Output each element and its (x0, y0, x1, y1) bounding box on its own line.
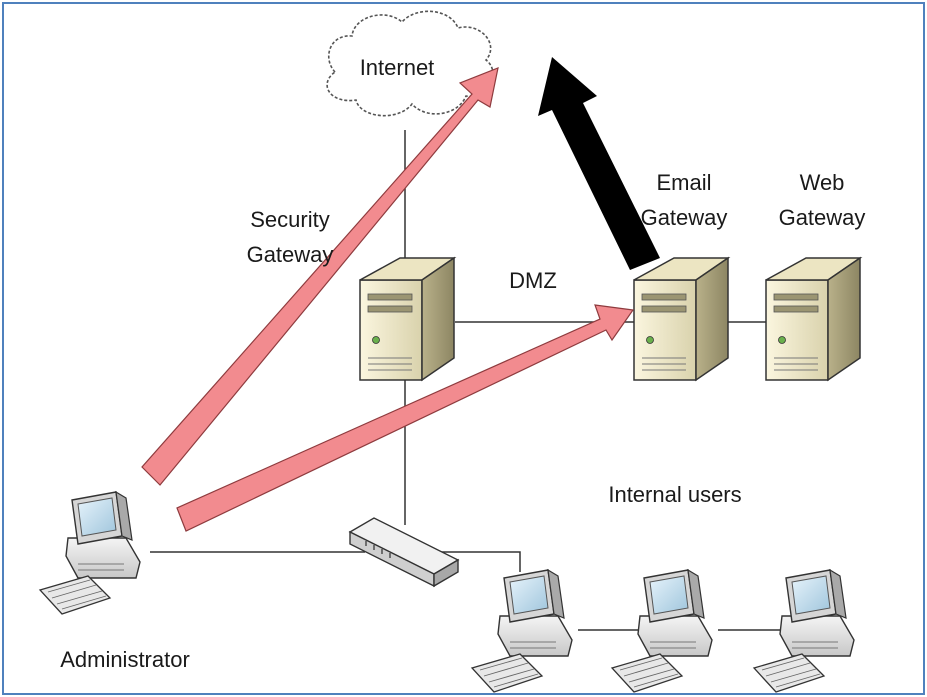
web-gateway-label-line2: Gateway (779, 205, 866, 230)
administrator-pc (39, 491, 141, 615)
internet-label: Internet (360, 55, 435, 80)
internal-user-pc-3 (753, 569, 855, 693)
security-gateway-label-line2: Gateway (247, 242, 334, 267)
network-switch (348, 517, 460, 588)
security-gateway-server (359, 257, 455, 381)
administrator-label: Administrator (60, 647, 190, 672)
red-arrow-to-internet (141, 67, 499, 486)
black-arrow (538, 57, 660, 270)
internal-users-label: Internal users (608, 482, 741, 507)
red-arrow-to-email-gateway (176, 304, 635, 532)
internal-user-pc-2 (611, 569, 713, 693)
internet-cloud: Internet (326, 10, 494, 117)
email-gateway-label-line2: Gateway (641, 205, 728, 230)
internal-user-pc-1 (471, 569, 573, 693)
web-gateway-server (765, 257, 861, 381)
security-gateway-label-line1: Security (250, 207, 329, 232)
switch-to-users-link (440, 551, 521, 572)
email-gateway-server (633, 257, 729, 381)
dmz-label: DMZ (509, 268, 557, 293)
email-gateway-label-line1: Email (656, 170, 711, 195)
web-gateway-label-line1: Web (800, 170, 845, 195)
